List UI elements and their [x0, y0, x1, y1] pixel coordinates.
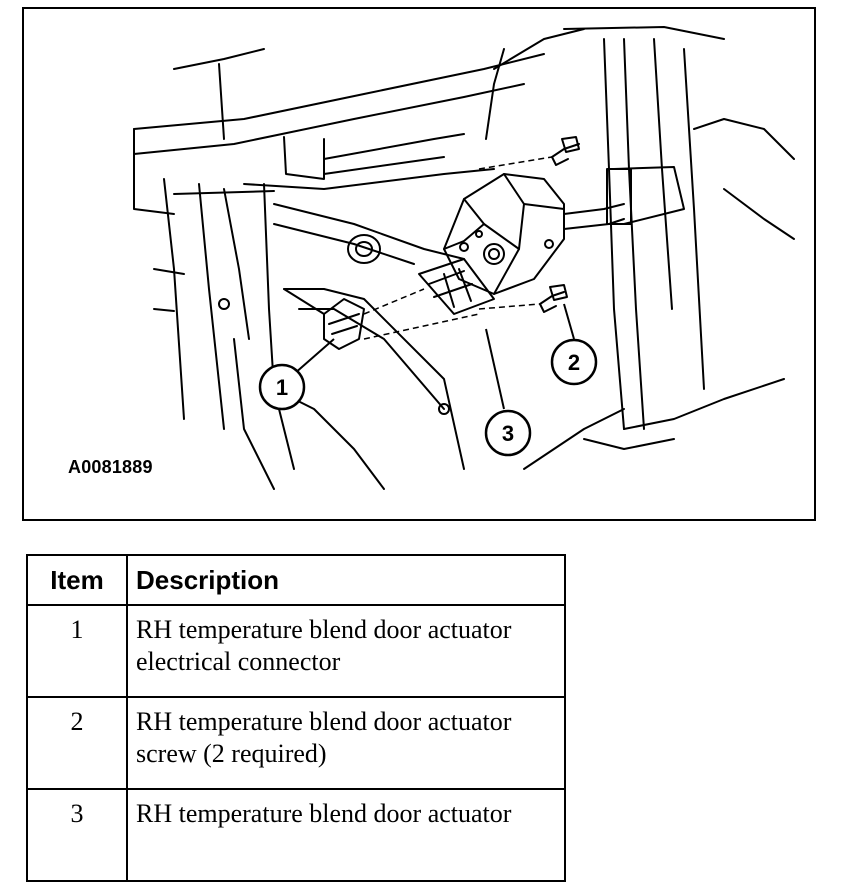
table-row: 3 RH temperature blend door actuator	[26, 788, 566, 882]
callout-3: 3	[484, 409, 532, 457]
figure-id: A0081889	[68, 457, 153, 477]
screw-lower	[539, 284, 568, 313]
row-item-number: 1	[26, 604, 128, 698]
table-header-row: Item Description	[26, 554, 566, 606]
row-description: RH temperature blend door actuator screw…	[126, 696, 566, 790]
diagram-frame: 1 2 3 A0081889	[22, 7, 816, 521]
electrical-connector	[283, 288, 365, 350]
row-description: RH temperature blend door actuator elect…	[126, 604, 566, 698]
callout-2-label: 2	[568, 350, 580, 375]
actuator-body	[443, 168, 632, 295]
dash-panel-linework	[133, 28, 585, 215]
actuator-connector-socket	[418, 258, 495, 315]
alignment-lines	[363, 156, 553, 340]
callout-2: 2	[550, 338, 598, 386]
table-row: 2 RH temperature blend door actuator scr…	[26, 696, 566, 790]
hvac-housing-linework	[523, 26, 795, 470]
row-item-number: 3	[26, 788, 128, 882]
frame-linework	[153, 178, 465, 490]
row-item-number: 2	[26, 696, 128, 790]
table-row: 1 RH temperature blend door actuator ele…	[26, 604, 566, 698]
callout-leaders	[293, 303, 575, 410]
cross-bar-linework	[273, 203, 465, 265]
header-item: Item	[26, 554, 128, 606]
callout-3-label: 3	[502, 421, 514, 446]
callout-1-label: 1	[276, 375, 288, 400]
callout-1: 1	[258, 363, 306, 411]
screw-upper	[551, 136, 580, 166]
actuator-diagram: 1 2 3	[133, 26, 795, 490]
header-description: Description	[126, 554, 566, 606]
row-description: RH temperature blend door actuator	[126, 788, 566, 882]
legend-table: Item Description 1 RH temperature blend …	[26, 554, 566, 882]
